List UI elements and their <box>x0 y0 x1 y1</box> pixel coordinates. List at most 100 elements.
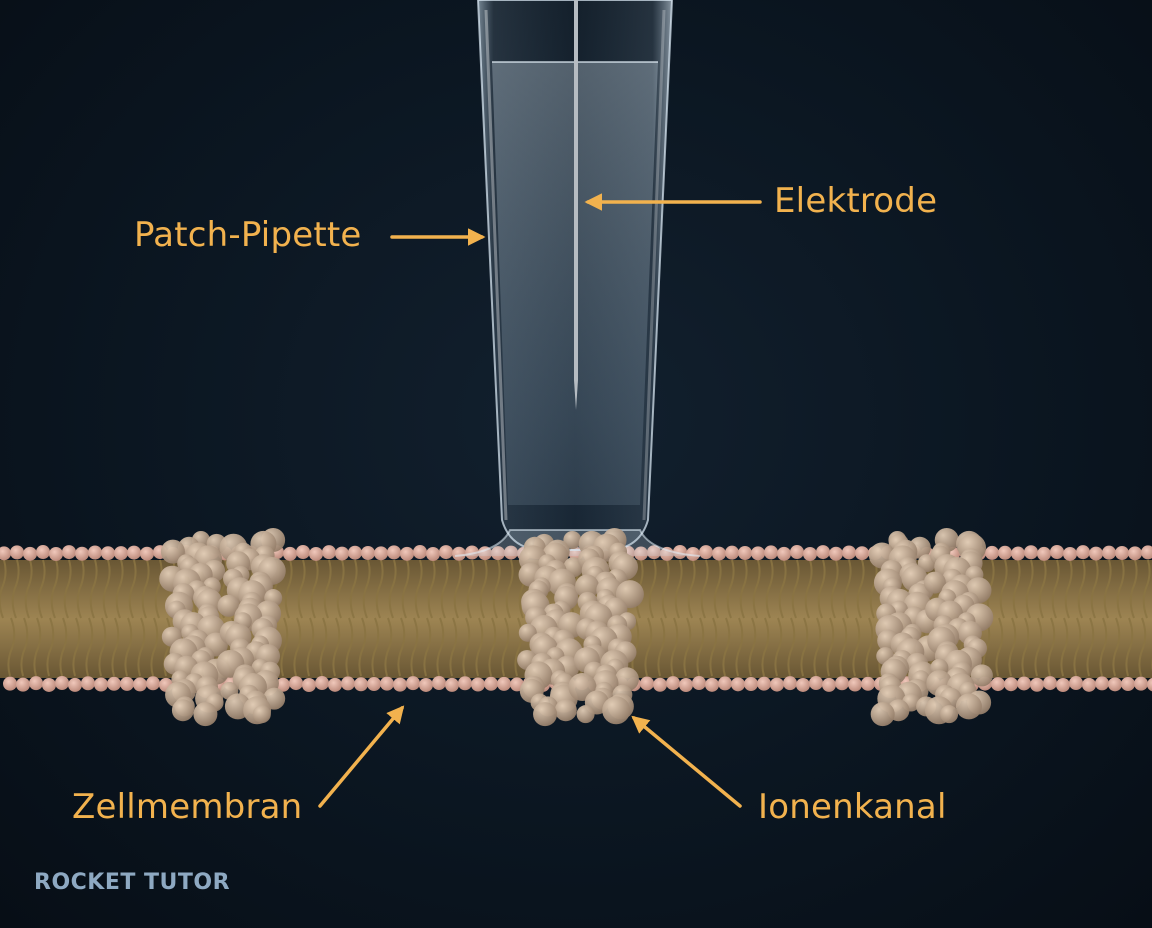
lipid-head <box>23 546 37 561</box>
lipid-tail <box>345 617 354 677</box>
lipid-tail <box>475 617 484 677</box>
lipid-head <box>120 676 134 691</box>
lipid-tail <box>501 617 510 677</box>
lipid-tail <box>1051 559 1060 619</box>
lipid-tail <box>787 617 796 677</box>
lipid-head <box>1147 677 1152 692</box>
lipid-head <box>36 545 50 560</box>
lipid-tail <box>999 559 1008 619</box>
lipid-head <box>738 545 752 560</box>
lipid-head <box>94 677 108 692</box>
lipid-head <box>3 676 17 691</box>
ion-channel-subunit <box>568 528 644 725</box>
lipid-head <box>127 545 141 560</box>
lipid-tail <box>7 617 16 677</box>
lipid-head <box>1017 676 1031 691</box>
lipid-head <box>276 677 290 692</box>
lipid-head <box>848 677 862 692</box>
lipid-tail <box>1116 559 1125 619</box>
lipid-head <box>101 546 115 561</box>
lipid-head <box>1102 545 1116 560</box>
lipid-tail <box>102 559 111 619</box>
lipid-tail <box>280 617 289 677</box>
lipid-tail <box>505 559 514 619</box>
lipid-head <box>29 676 43 691</box>
lipid-head <box>309 546 323 561</box>
lipid-head <box>374 546 388 561</box>
lipid-head <box>1004 677 1018 692</box>
lipid-head <box>653 677 667 692</box>
lipid-tail <box>995 617 1004 677</box>
lipid-tail <box>297 559 306 619</box>
lipid-head <box>341 676 355 691</box>
lipid-head <box>0 546 11 561</box>
lipid-tail <box>440 559 449 619</box>
lipid-tail <box>813 617 822 677</box>
lipid-tail <box>830 559 839 619</box>
lipid-tail <box>128 559 137 619</box>
ion-channel-subunit <box>159 531 230 727</box>
lipid-head <box>380 676 394 691</box>
lipid-head <box>361 545 375 560</box>
lipid-tail <box>1125 617 1134 677</box>
lipid-head <box>699 545 713 560</box>
lipid-tail <box>713 559 722 619</box>
lipid-head <box>400 546 414 561</box>
lipid-head <box>1128 546 1142 561</box>
lipid-tail <box>0 559 7 619</box>
lipid-tail <box>761 617 770 677</box>
lipid-tail <box>332 617 341 677</box>
lipid-tail <box>1077 559 1086 619</box>
lipid-tail <box>670 617 679 677</box>
ion-channel-subunit <box>923 528 994 725</box>
lipid-tail <box>323 559 332 619</box>
lipid-head <box>1011 546 1025 561</box>
lipid-head <box>692 676 706 691</box>
lipid-head <box>55 676 69 691</box>
lipid-tail <box>423 617 432 677</box>
lipid-tail <box>748 617 757 677</box>
lipid-tail <box>284 559 293 619</box>
lipid-head <box>445 677 459 692</box>
lipid-head <box>413 545 427 560</box>
lipid-head <box>75 546 89 561</box>
lipid-tail <box>388 559 397 619</box>
lipid-head <box>393 677 407 692</box>
lipid-tail <box>50 559 59 619</box>
lipid-tail <box>488 617 497 677</box>
lipid-tail <box>752 559 761 619</box>
lipid-head <box>452 546 466 561</box>
lipid-tail <box>687 559 696 619</box>
lipid-head <box>1082 677 1096 692</box>
lipid-tail <box>72 617 81 677</box>
lipid-head <box>289 676 303 691</box>
lipid-head <box>842 545 856 560</box>
lipid-tail <box>310 559 319 619</box>
lipid-tail <box>1142 559 1151 619</box>
lipid-head <box>140 546 154 561</box>
lipid-head <box>679 677 693 692</box>
lipid-head <box>1076 545 1090 560</box>
lipid-head <box>731 677 745 692</box>
lipid-tail <box>1103 559 1112 619</box>
lipid-tail <box>735 617 744 677</box>
lipid-head <box>465 545 479 560</box>
lipid-tail <box>89 559 98 619</box>
lipid-head <box>1063 546 1077 561</box>
arrow-channel <box>631 715 742 808</box>
lipid-tail <box>644 617 653 677</box>
lipid-tail <box>375 559 384 619</box>
lipid-tail <box>371 617 380 677</box>
lipid-head <box>1134 676 1148 691</box>
lipid-head <box>1024 545 1038 560</box>
lipid-head <box>439 545 453 560</box>
lipid-head <box>803 546 817 561</box>
lipid-head <box>1095 676 1109 691</box>
lipid-tail <box>722 617 731 677</box>
lipid-tail <box>466 559 475 619</box>
lipid-tail <box>648 559 657 619</box>
lipid-head <box>491 546 505 561</box>
lipid-tail <box>1038 559 1047 619</box>
lipid-tail <box>124 617 133 677</box>
